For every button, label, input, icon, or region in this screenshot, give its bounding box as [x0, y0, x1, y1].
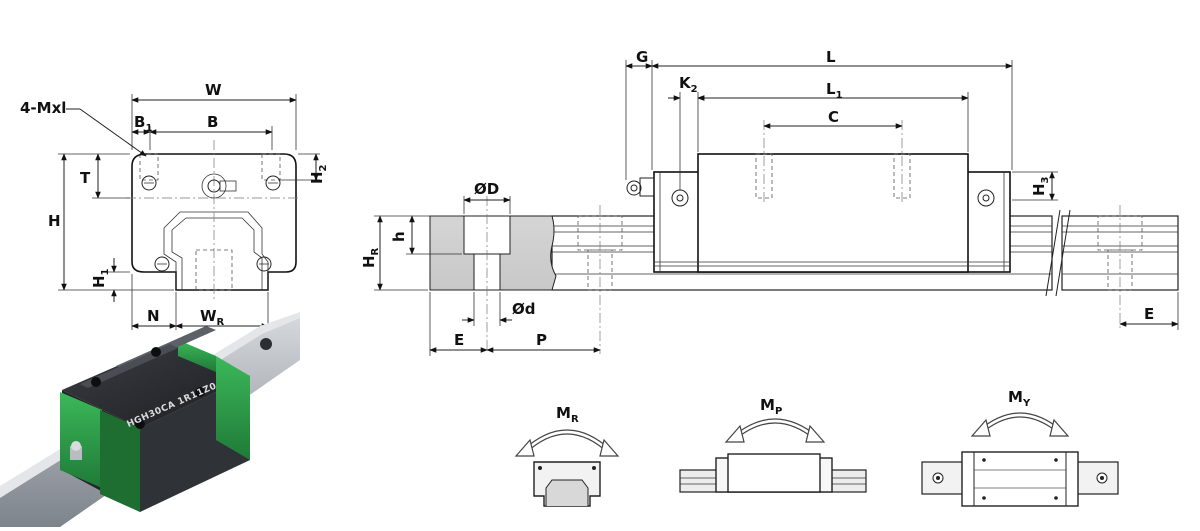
- screw-icon: [265, 175, 281, 191]
- dim-label-T: T: [80, 169, 91, 187]
- moment-MR-diagram: MR: [514, 404, 620, 507]
- block-end-view-icon: [533, 461, 601, 507]
- moment-MY-diagram: MY: [921, 388, 1119, 507]
- moment-label-MY: M: [1008, 388, 1023, 406]
- dim-label-P: P: [536, 331, 547, 349]
- side-view: L G L1 K2 C H3 ØD Ød: [360, 48, 1179, 356]
- dim-label-H: H: [48, 212, 61, 230]
- svg-text:B1: B1: [134, 113, 152, 134]
- dim-label-H2-sub: 2: [318, 164, 329, 171]
- dim-label-Od: Ød: [512, 300, 536, 318]
- moment-label-MP-sub: P: [775, 406, 782, 417]
- svg-text:MR: MR: [556, 404, 579, 425]
- dim-label-B1: B: [134, 113, 145, 131]
- screw-icon: [154, 256, 170, 272]
- dim-label-H2: H: [308, 171, 326, 184]
- svg-text:H2: H2: [308, 164, 329, 184]
- dim-label-B1-sub: 1: [145, 123, 152, 134]
- svg-text:L1: L1: [826, 80, 843, 101]
- block-side-view-icon: [679, 453, 867, 493]
- dim-label-E-left: E: [454, 331, 464, 349]
- dim-label-B: B: [207, 113, 218, 131]
- svg-text:HR: HR: [360, 247, 381, 268]
- dim-label-L1-sub: 1: [836, 90, 843, 101]
- dim-label-L: L: [826, 48, 836, 66]
- dim-label-H1-sub: 1: [100, 268, 111, 275]
- bolt-hole-icon: [977, 189, 995, 207]
- dim-label-HR-sub: R: [370, 247, 381, 255]
- product-photo: HGH30CA 1R11Z0: [0, 312, 300, 527]
- dim-label-h: h: [390, 231, 408, 242]
- dim-label-H3: H: [1030, 183, 1048, 196]
- moment-label-MR-sub: R: [571, 414, 579, 425]
- svg-text:WR: WR: [200, 307, 225, 328]
- dim-label-C: C: [828, 108, 839, 126]
- moment-MP-diagram: MP: [679, 396, 867, 493]
- dim-label-G: G: [636, 48, 648, 66]
- moment-label-MY-sub: Y: [1022, 398, 1031, 409]
- grease-nipple-icon: [626, 177, 655, 197]
- svg-text:H3: H3: [1030, 176, 1051, 196]
- front-view: W B1 B 4-Mxl H T H1 H2: [20, 81, 329, 330]
- dim-label-N: N: [147, 307, 160, 325]
- block-top-view-icon: [921, 451, 1119, 507]
- dim-label-L1: L: [826, 80, 836, 98]
- dim-label-K2-sub: 2: [691, 84, 698, 95]
- screw-icon: [141, 175, 157, 191]
- dim-label-W: W: [205, 81, 222, 99]
- dim-label-E-right: E: [1144, 305, 1154, 323]
- svg-text:K2: K2: [679, 74, 698, 95]
- dim-label-mxl: 4-Mxl: [20, 99, 66, 117]
- dim-label-H3-sub: 3: [1040, 176, 1051, 183]
- svg-text:H1: H1: [90, 268, 111, 288]
- dim-label-WR-sub: R: [217, 317, 225, 328]
- dim-label-OD: ØD: [474, 180, 499, 198]
- dim-label-H1: H: [90, 275, 108, 288]
- svg-text:MP: MP: [760, 396, 782, 417]
- dim-label-K2: K: [679, 74, 692, 92]
- dim-label-WR: W: [200, 307, 217, 325]
- moment-label-MP: M: [760, 396, 775, 414]
- svg-text:MY: MY: [1008, 388, 1031, 409]
- dim-label-HR: H: [360, 255, 378, 268]
- moment-label-MR: M: [556, 404, 571, 422]
- screw-icon: [256, 256, 272, 272]
